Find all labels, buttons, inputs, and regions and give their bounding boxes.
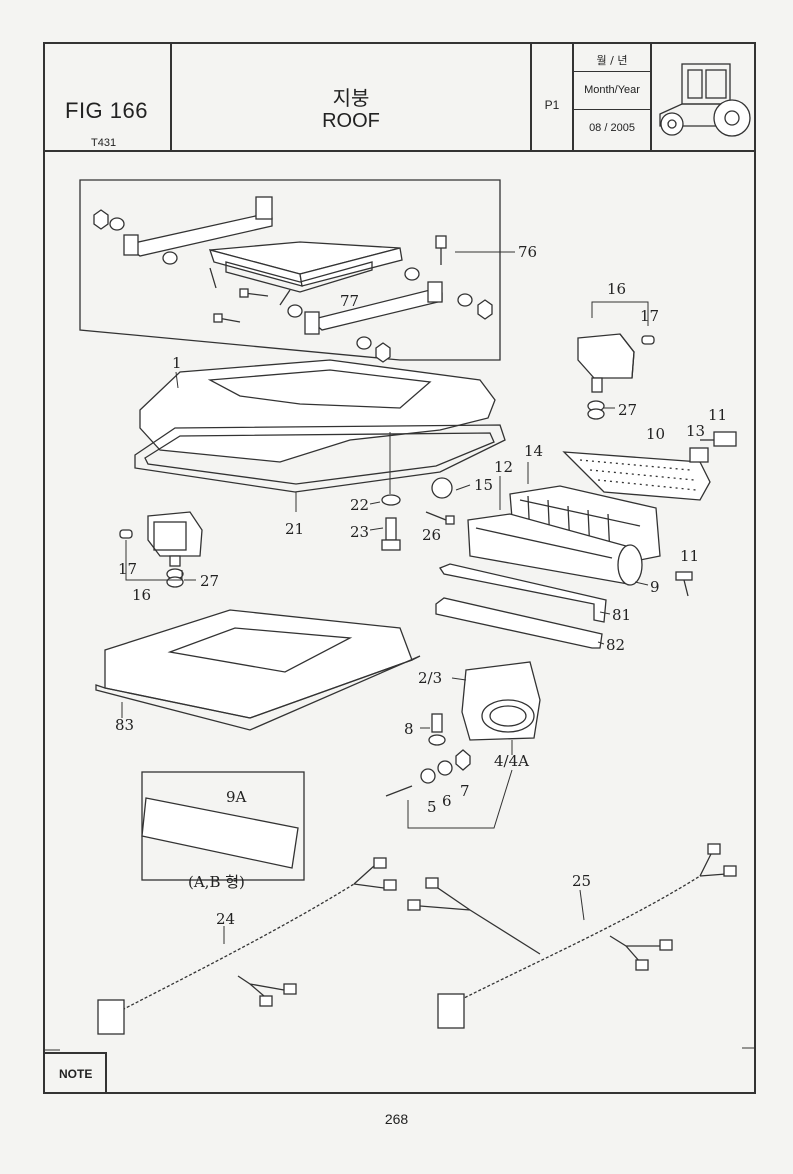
page-code-cell: P1 xyxy=(532,44,574,150)
air-grille xyxy=(562,431,737,501)
callout-7: 7 xyxy=(460,782,470,800)
figure-cell: FIG 166 T431 xyxy=(45,44,172,150)
cover-plate xyxy=(141,797,299,869)
callout-26: 26 xyxy=(422,526,441,544)
callout-11-bottom: 11 xyxy=(680,547,699,565)
callout-17-right: 17 xyxy=(640,307,659,325)
callout-27-right: 27 xyxy=(618,401,637,419)
washer-6 xyxy=(437,760,453,776)
callout-15: 15 xyxy=(474,476,493,494)
seal-frame xyxy=(439,563,607,623)
work-lamp-right xyxy=(577,333,655,420)
callout-83: 83 xyxy=(115,716,134,734)
callout-17-left: 17 xyxy=(118,560,137,578)
note-box: NOTE xyxy=(45,1052,107,1092)
date-cell: 월 / 년 Month/Year 08 / 2005 xyxy=(574,44,652,150)
callout-11-top: 11 xyxy=(708,406,727,424)
callout-5: 5 xyxy=(427,798,437,816)
title-cell: 지붕 ROOF xyxy=(172,44,532,150)
washer-5 xyxy=(420,768,436,784)
callout-27-left: 27 xyxy=(200,572,219,590)
wiring-harness-24 xyxy=(97,857,397,1035)
roof-panel xyxy=(134,359,506,493)
figure-number: FIG 166 xyxy=(65,98,148,123)
date-value: 08 / 2005 xyxy=(589,122,635,134)
date-label-english: Month/Year xyxy=(574,72,650,110)
lamp-screw xyxy=(385,785,413,797)
callout-76: 76 xyxy=(518,243,537,261)
callout-8: 8 xyxy=(404,720,414,738)
tractor-icon xyxy=(659,63,751,137)
callout-12: 12 xyxy=(494,458,513,476)
callout-81: 81 xyxy=(612,606,631,624)
washer xyxy=(381,494,401,506)
note-label: NOTE xyxy=(59,1067,93,1081)
callout-23: 23 xyxy=(350,523,369,541)
callout-22: 22 xyxy=(350,496,369,514)
work-lamp-left xyxy=(119,511,203,588)
callout-16-right: 16 xyxy=(607,280,626,298)
tractor-thumbnail-cell xyxy=(652,44,756,150)
callout-2-3: 2/3 xyxy=(418,669,442,687)
foam-strip xyxy=(435,597,603,649)
callout-82: 82 xyxy=(606,636,625,654)
callout-9: 9 xyxy=(650,578,660,596)
callout-ab-type: (A,B 형) xyxy=(188,873,245,891)
title-korean: 지붕 xyxy=(332,86,370,110)
callout-14: 14 xyxy=(524,442,543,460)
callout-25: 25 xyxy=(572,872,591,890)
callout-24: 24 xyxy=(216,910,235,928)
ventilation-filter-box xyxy=(467,485,661,586)
page-number: 268 xyxy=(384,1111,409,1127)
plug-cap xyxy=(431,477,453,499)
roof-headliner xyxy=(95,609,421,731)
dome-lamp xyxy=(428,661,541,746)
plate-frame xyxy=(141,771,305,881)
page-code: P1 xyxy=(544,98,560,112)
wiring-harness-25 xyxy=(407,843,737,1029)
date-label-korean: 월 / 년 xyxy=(574,44,650,72)
bolt xyxy=(385,517,397,541)
roof-hatch-assembly xyxy=(79,179,501,363)
header-row: FIG 166 T431 지붕 ROOF P1 월 / 년 Month/Year… xyxy=(45,44,754,152)
nut-7 xyxy=(455,749,471,771)
title-english: ROOF xyxy=(322,110,380,132)
callout-9a: 9A xyxy=(226,788,247,806)
callout-10: 10 xyxy=(646,425,665,443)
callout-13: 13 xyxy=(686,422,705,440)
callout-4-4a: 4/4A xyxy=(494,752,529,770)
callout-77: 77 xyxy=(340,292,359,310)
callout-6: 6 xyxy=(442,792,452,810)
model-code: T431 xyxy=(91,137,117,149)
callout-1: 1 xyxy=(172,354,182,372)
callout-16-left: 16 xyxy=(132,586,151,604)
callout-21: 21 xyxy=(285,520,304,538)
screw xyxy=(425,511,447,521)
page-frame: FIG 166 T431 지붕 ROOF P1 월 / 년 Month/Year… xyxy=(43,42,756,1094)
